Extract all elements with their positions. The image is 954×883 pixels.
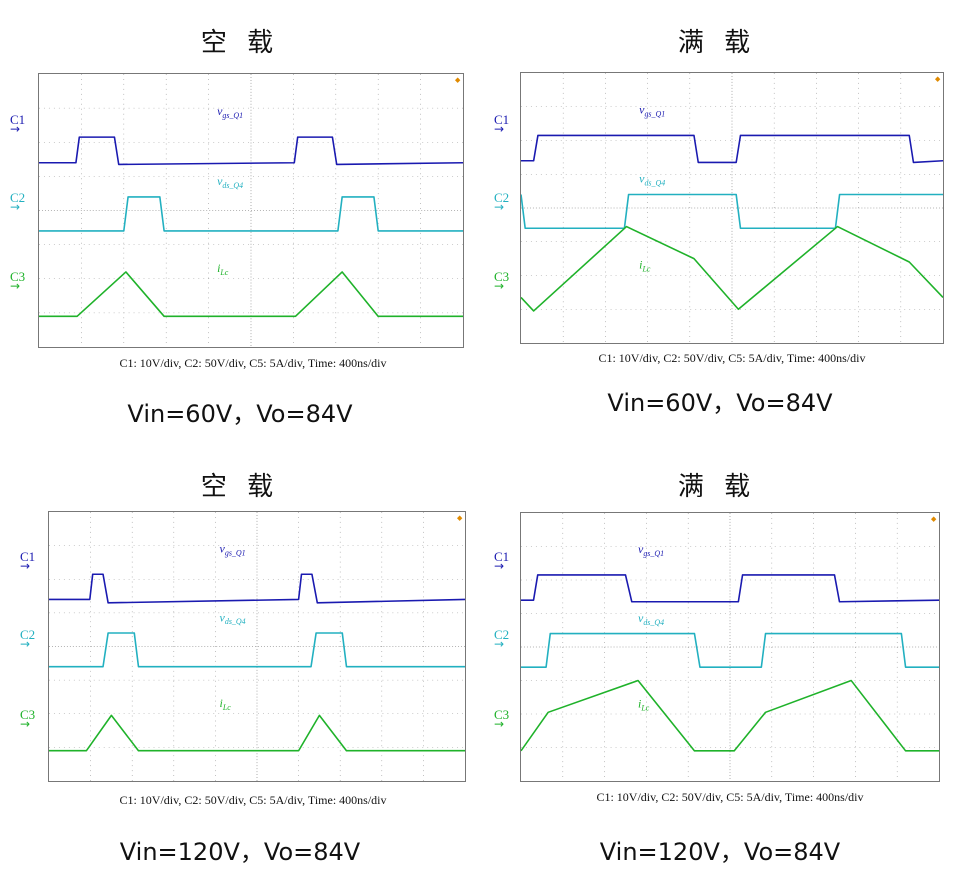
- scope-screen: vgs_Q1 vds_Q4 iLc ◆: [48, 511, 466, 782]
- waveform-c2: [39, 196, 463, 232]
- trace-label-c2: vds_Q4: [639, 172, 665, 188]
- scope-grid: [49, 512, 465, 781]
- c3-arrow-icon: →: [494, 717, 505, 731]
- channel-label-c3: C3: [20, 707, 36, 722]
- panel-full-load-60v: 满 载 C1 → C2 → C3 → vgs_Q1 vds_Q4 iLc ◆ C1: …: [480, 0, 954, 440]
- panel-title: 满 载: [677, 472, 757, 502]
- panel-no-load-60v: 空 载 C1 → C2 → C3 → vgs_Q1 vds_Q4 iLc ◆ C1: …: [0, 0, 480, 440]
- trace-label-c1: vgs_Q1: [220, 541, 246, 557]
- trigger-marker-icon: ◆: [935, 75, 941, 83]
- channel-label-c1: C1: [494, 549, 510, 564]
- waveform-c2: [521, 193, 943, 230]
- c1-arrow-icon: →: [10, 122, 21, 136]
- c2-arrow-icon: →: [10, 200, 21, 214]
- c1-arrow-icon: →: [494, 122, 505, 136]
- trace-label-c3: iLc: [639, 258, 651, 274]
- scope-screen: vgs_Q1 vds_Q4 iLc ◆: [520, 512, 940, 782]
- c1-arrow-icon: →: [20, 559, 31, 573]
- waveform-c3: [39, 271, 463, 318]
- operating-condition: Vin=60V，Vo=84V: [127, 400, 353, 428]
- panel-full-load-120v: 满 载 C1 → C2 → C3 → vgs_Q1 vds_Q4 iLc ◆ C1: …: [480, 440, 954, 883]
- waveform-c1: [49, 573, 465, 604]
- scope-grid: [521, 513, 939, 781]
- trace-label-c3: iLc: [638, 696, 650, 712]
- panel-title: 满 载: [677, 28, 757, 58]
- scale-caption: C1: 10V/div, C2: 50V/div, C5: 5A/div, Ti…: [596, 790, 864, 804]
- channel-label-c1: C1: [10, 112, 26, 127]
- scale-caption: C1: 10V/div, C2: 50V/div, C5: 5A/div, Ti…: [119, 793, 387, 807]
- waveform-c1: [521, 574, 939, 603]
- c1-arrow-icon: →: [494, 559, 505, 573]
- trace-label-c2: vds_Q4: [638, 611, 664, 627]
- waveform-c1: [521, 134, 943, 164]
- waveform-plot: vgs_Q1 vds_Q4 iLc ◆: [39, 74, 463, 347]
- trigger-marker-icon: ◆: [931, 515, 937, 523]
- panel-no-load-120v: 空 载 C1 → C2 → C3 → vgs_Q1 vds_Q4 iLc ◆ C1: …: [0, 440, 480, 883]
- scale-caption: C1: 10V/div, C2: 50V/div, C5: 5A/div, Ti…: [119, 356, 387, 370]
- scope-grid: [521, 73, 943, 343]
- trace-label-c1: vgs_Q1: [217, 104, 243, 120]
- channel-label-c2: C2: [494, 190, 510, 205]
- c2-arrow-icon: →: [494, 637, 505, 651]
- c2-arrow-icon: →: [20, 637, 31, 651]
- channel-label-c1: C1: [494, 112, 510, 127]
- trace-label-c1: vgs_Q1: [638, 542, 664, 558]
- c3-arrow-icon: →: [10, 279, 21, 293]
- waveform-c2: [49, 632, 465, 668]
- channel-label-c1: C1: [20, 549, 36, 564]
- channel-label-c2: C2: [10, 190, 26, 205]
- waveform-c3: [521, 679, 939, 752]
- trigger-marker-icon: ◆: [457, 514, 463, 522]
- waveform-plot: vgs_Q1 vds_Q4 iLc ◆: [49, 512, 465, 781]
- channel-label-c2: C2: [20, 627, 36, 642]
- trace-label-c2: vds_Q4: [217, 174, 243, 190]
- panel-title: 空 载: [200, 28, 280, 58]
- trigger-marker-icon: ◆: [455, 76, 461, 84]
- scope-screen: vgs_Q1 vds_Q4 iLc ◆: [520, 72, 944, 344]
- scope-grid: [39, 74, 463, 347]
- channel-label-c3: C3: [494, 707, 510, 722]
- waveform-c1: [39, 136, 463, 166]
- waveform-c2: [521, 632, 939, 668]
- c3-arrow-icon: →: [494, 279, 505, 293]
- waveform-plot: vgs_Q1 vds_Q4 iLc ◆: [521, 513, 939, 781]
- c3-arrow-icon: →: [20, 717, 31, 731]
- channel-label-c2: C2: [494, 627, 510, 642]
- waveform-c3: [49, 714, 465, 752]
- trace-label-c3: iLc: [220, 696, 232, 712]
- trace-label-c1: vgs_Q1: [639, 103, 665, 119]
- channel-label-c3: C3: [10, 269, 26, 284]
- c2-arrow-icon: →: [494, 200, 505, 214]
- operating-condition: Vin=60V，Vo=84V: [607, 389, 833, 417]
- operating-condition: Vin=120V，Vo=84V: [599, 838, 841, 866]
- waveform-plot: vgs_Q1 vds_Q4 iLc ◆: [521, 73, 943, 343]
- panel-title: 空 载: [200, 472, 280, 502]
- waveform-c3: [521, 225, 943, 312]
- operating-condition: Vin=120V，Vo=84V: [119, 838, 361, 866]
- channel-label-c3: C3: [494, 269, 510, 284]
- trace-label-c3: iLc: [217, 261, 229, 277]
- scale-caption: C1: 10V/div, C2: 50V/div, C5: 5A/div, Ti…: [598, 351, 866, 365]
- trace-label-c2: vds_Q4: [220, 610, 246, 626]
- scope-screen: vgs_Q1 vds_Q4 iLc ◆: [38, 73, 464, 348]
